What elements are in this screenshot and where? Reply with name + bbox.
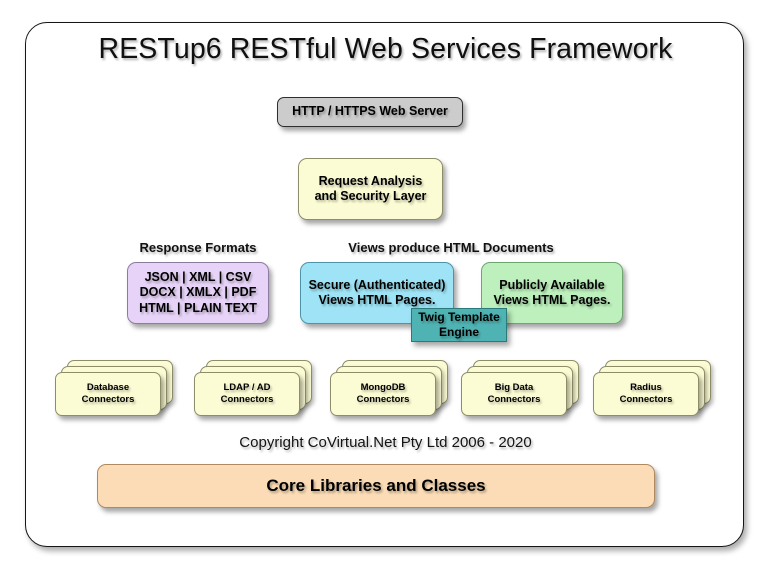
copyright-text: Copyright CoVirtual.Net Pty Ltd 2006 - 2… <box>239 434 532 451</box>
stack-card-front[interactable]: LDAP / AD Connectors <box>194 372 300 416</box>
node-request-analysis-security-layer[interactable]: Request Analysis and Security Layer <box>298 158 443 220</box>
node-twig-template-engine[interactable]: Twig Template Engine <box>411 308 507 342</box>
page-title: RESTup6 RESTful Web Services Framework <box>98 33 673 65</box>
connector-stack-database[interactable]: Database Connectors <box>55 360 177 422</box>
caption-response-formats: Response Formats <box>139 240 257 255</box>
stack-card-front[interactable]: Radius Connectors <box>593 372 699 416</box>
connector-stack-radius[interactable]: Radius Connectors <box>593 360 715 422</box>
node-response-formats[interactable]: JSON | XML | CSV DOCX | XMLX | PDF HTML … <box>127 262 269 324</box>
node-secure-authenticated-views[interactable]: Secure (Authenticated) Views HTML Pages. <box>300 262 454 324</box>
caption-views-produce-html-documents: Views produce HTML Documents <box>348 240 554 255</box>
node-http-web-server[interactable]: HTTP / HTTPS Web Server <box>277 97 463 127</box>
connector-stack-big-data[interactable]: Big Data Connectors <box>461 360 583 422</box>
stack-card-front[interactable]: Big Data Connectors <box>461 372 567 416</box>
stack-card-front[interactable]: MongoDB Connectors <box>330 372 436 416</box>
node-publicly-available-views[interactable]: Publicly Available Views HTML Pages. <box>481 262 623 324</box>
node-core-libraries-and-classes[interactable]: Core Libraries and Classes <box>97 464 655 508</box>
connector-stack-mongodb[interactable]: MongoDB Connectors <box>330 360 452 422</box>
stack-card-front[interactable]: Database Connectors <box>55 372 161 416</box>
connector-stack-ldap-ad[interactable]: LDAP / AD Connectors <box>194 360 316 422</box>
